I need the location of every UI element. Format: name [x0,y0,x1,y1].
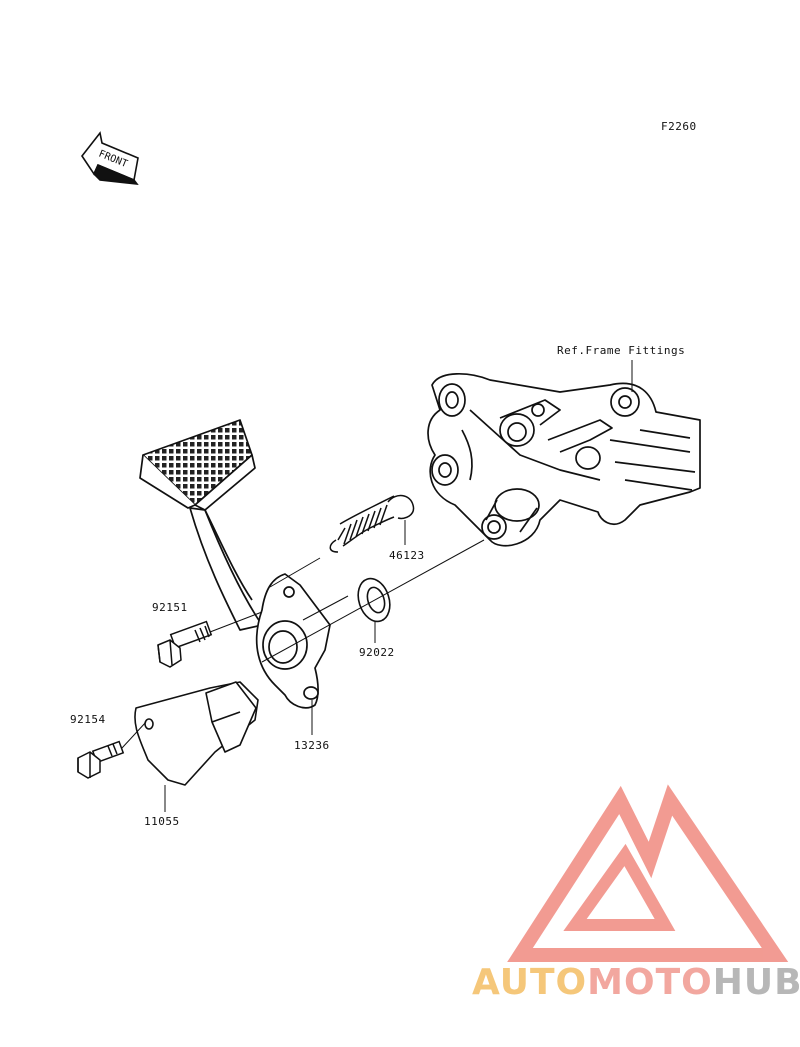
ref-frame-fittings-label: Ref.Frame Fittings [557,344,686,357]
frame-fittings [427,373,701,547]
front-arrow-icon: FRONT [81,131,139,185]
automotohub-logo-icon [507,784,789,962]
bracket-bolt [77,740,125,779]
brake-pedal [139,419,331,709]
part-number-46123: 46123 [389,549,425,562]
watermark-auto: AUTO [472,962,588,1003]
washer [357,577,391,623]
watermark-hub: HUB [712,962,800,1003]
watermark-moto: MOTO [587,962,713,1003]
part-number-92151: 92151 [152,601,188,614]
pedal-pivot-bolt [157,620,213,668]
part-number-92022: 92022 [359,646,395,659]
part-number-13236: 13236 [294,739,330,752]
return-spring [329,494,415,553]
heel-guard-bracket [134,681,259,786]
leader-lines [121,360,633,812]
part-number-92154: 92154 [70,713,106,726]
figure-code: F2260 [661,120,697,133]
watermark-text: AUTOMOTOHUB [472,962,800,1003]
part-number-11055: 11055 [144,815,180,828]
